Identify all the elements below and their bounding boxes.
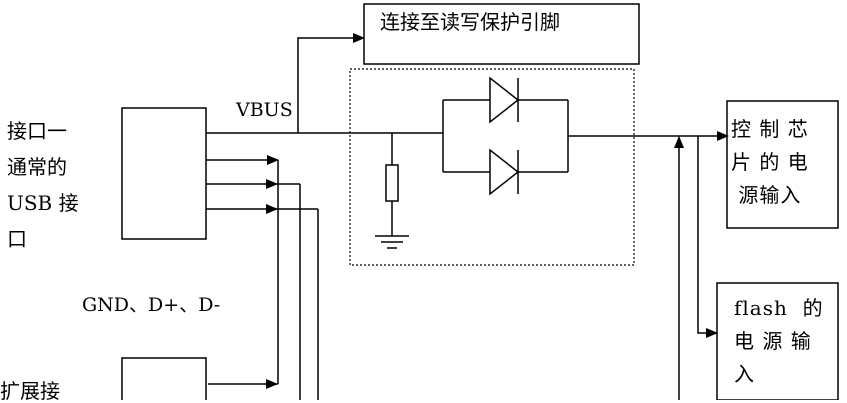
usb-port-box <box>121 107 207 240</box>
flash-branch-line <box>697 136 718 338</box>
protect-branch-line <box>297 33 365 133</box>
usb-port-label: 接口一 通常的 USB 接 口 <box>7 119 79 251</box>
expansion-port-box <box>121 357 207 400</box>
diode-top-icon <box>489 76 520 124</box>
expansion-arrow <box>266 379 278 389</box>
diode-bottom-icon <box>489 148 520 196</box>
protect-pins-box <box>363 3 640 65</box>
chip-power-label: 控 制 芯 片 的 电 源输入 <box>731 117 809 207</box>
protect-pins-label: 连接至读写保护引脚 <box>380 10 560 34</box>
protection-module-box <box>349 68 635 266</box>
flash-power-box <box>716 282 839 400</box>
signal-arrow-2 <box>266 179 278 189</box>
signal-arrow-3 <box>266 204 278 214</box>
resistor-icon <box>385 164 399 202</box>
chip-power-box <box>726 100 839 229</box>
expansion-port-label: 扩展接 <box>0 379 60 403</box>
flash-power-label: flash 的 电 源 输 入 <box>734 296 824 386</box>
signals-label: GND、D+、D- <box>82 294 221 316</box>
vbus-label: VBUS <box>236 99 293 121</box>
ground-icon <box>375 235 409 249</box>
